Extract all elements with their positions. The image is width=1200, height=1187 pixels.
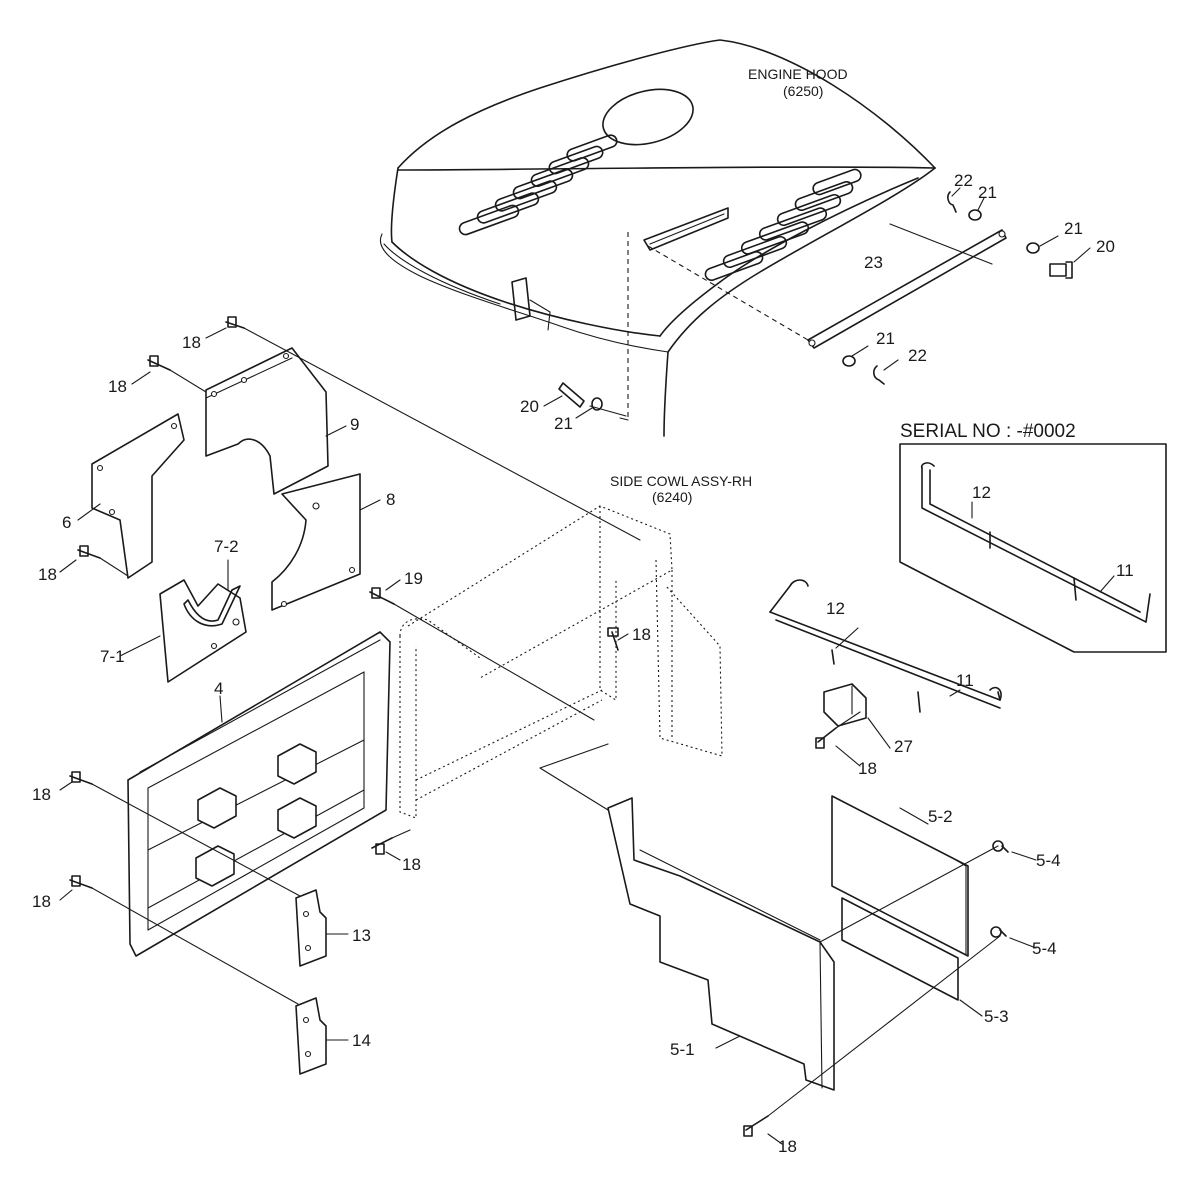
grab-bar-main [769, 579, 1002, 713]
callout-7-1: 7-1 [100, 647, 125, 666]
callout-14: 14 [352, 1031, 371, 1050]
callout-19: 19 [404, 569, 423, 588]
callout-6: 6 [62, 513, 71, 532]
callout-21: 21 [1064, 219, 1083, 238]
bolt-18-d [607, 627, 619, 651]
callout-18: 18 [32, 892, 51, 911]
callout-21: 21 [978, 183, 997, 202]
bracket-6 [91, 413, 185, 579]
callout-11: 11 [1116, 561, 1134, 580]
callout-13: 13 [352, 926, 371, 945]
bolt-5-4-b [990, 926, 1007, 938]
plate-7-1 [159, 579, 247, 683]
callout-18: 18 [778, 1137, 797, 1156]
serial-box [899, 443, 1167, 653]
pad-5-3 [841, 897, 959, 1001]
callout-5-4: 5-4 [1036, 851, 1061, 870]
callout-4: 4 [214, 679, 223, 698]
panel-5-1 [607, 797, 835, 1091]
callout-22: 22 [908, 346, 927, 365]
callout-20: 20 [1096, 237, 1115, 256]
bolt-18-top [225, 316, 245, 329]
bracket-7-2 [183, 585, 241, 627]
link-lines [589, 232, 809, 421]
callout-21: 21 [876, 329, 895, 348]
callout-8: 8 [386, 490, 395, 509]
callout-18: 18 [182, 333, 201, 352]
side-cowl-label: SIDE COWL ASSY-RH [610, 473, 752, 489]
engine-hood-code: (6250) [783, 83, 823, 99]
callout-9: 9 [350, 415, 359, 434]
plate-8 [271, 473, 361, 611]
bracket-13 [295, 889, 327, 967]
callout-20: 20 [520, 397, 539, 416]
bolt-18-h [815, 727, 837, 749]
callout-7-2: 7-2 [214, 537, 239, 556]
callout-18: 18 [108, 377, 127, 396]
rod-hardware [558, 191, 1073, 411]
support-rod [807, 229, 1007, 349]
shield-9 [205, 347, 329, 495]
bolt-18-b [147, 355, 171, 371]
side-cowl-frame [399, 505, 723, 819]
callout-11: 11 [956, 671, 974, 690]
fastener-icons [69, 316, 1009, 1137]
side-cowl-code: (6240) [652, 489, 692, 505]
leader-lines [59, 187, 1115, 1145]
callout-5-4: 5-4 [1032, 939, 1057, 958]
bolt-18-e [69, 771, 93, 785]
callout-18: 18 [858, 759, 877, 778]
bracket-14 [295, 997, 327, 1075]
callout-5-3: 5-3 [984, 1007, 1009, 1026]
callout-27: 27 [894, 737, 913, 756]
callout-18: 18 [632, 625, 651, 644]
serial-no-label: SERIAL NO : -#0002 [900, 421, 1076, 442]
callout-18: 18 [38, 565, 57, 584]
callout-12: 12 [972, 483, 991, 502]
bolt-18-i [743, 1115, 769, 1137]
bolt-18-g [371, 837, 393, 855]
pad-5-2 [831, 795, 969, 957]
callout-22: 22 [954, 171, 973, 190]
callout-18: 18 [402, 855, 421, 874]
callout-5-1: 5-1 [670, 1040, 695, 1059]
panel-4 [127, 631, 391, 957]
bolt-18-c [77, 545, 101, 559]
bolt-5-4-a [992, 840, 1009, 853]
engine-hood [379, 39, 936, 437]
bracket-27 [823, 683, 867, 727]
callout-23: 23 [864, 253, 883, 272]
bolt-18-f [69, 875, 93, 889]
callout-12: 12 [826, 599, 845, 618]
callout-18: 18 [32, 785, 51, 804]
callout-5-2: 5-2 [928, 807, 953, 826]
bolt-19 [369, 587, 395, 605]
callout-21: 21 [554, 414, 573, 433]
engine-hood-label: ENGINE HOOD [748, 66, 848, 82]
